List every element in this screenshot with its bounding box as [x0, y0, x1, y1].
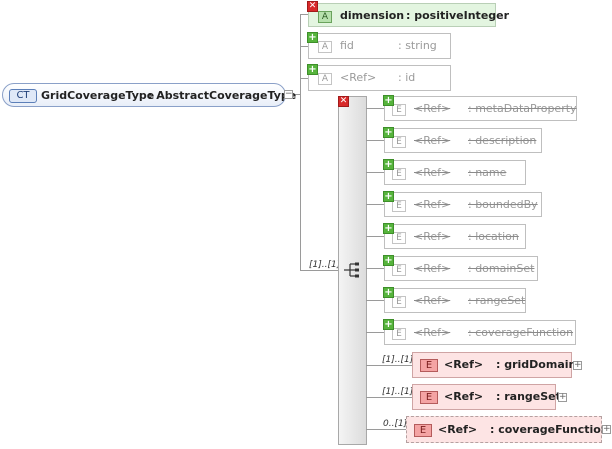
add-element-icon[interactable]: +	[383, 95, 394, 106]
add-attribute-icon[interactable]: +	[307, 32, 318, 43]
add-element-icon[interactable]: +	[383, 159, 394, 170]
complex-type-node[interactable]: CT GridCoverageType : AbstractCoverageTy…	[2, 83, 296, 107]
expand-toggle[interactable]: +	[602, 424, 611, 434]
element-occurrence: 0..[1]	[383, 419, 408, 429]
element-name: <Ref>	[414, 294, 451, 307]
connector-inherited	[366, 236, 384, 237]
element-name: <Ref>	[414, 134, 451, 147]
inherited-element[interactable]: E <Ref> : domainSet	[384, 256, 538, 281]
element-type: : boundedBy	[468, 198, 538, 211]
connector-sequence	[300, 270, 338, 271]
connector-element	[366, 429, 406, 430]
add-element-icon[interactable]: +	[383, 191, 394, 202]
element-type: : gridDomain	[496, 358, 577, 371]
inherited-element[interactable]: E <Ref> : description	[384, 128, 542, 153]
add-element-icon[interactable]: +	[383, 319, 394, 330]
expand-toggle[interactable]: +	[558, 392, 567, 402]
element-name: <Ref>	[414, 102, 451, 115]
element-badge: E	[420, 359, 438, 372]
element-badge: E	[392, 232, 406, 244]
element-badge: E	[392, 200, 406, 212]
connector-inherited	[366, 332, 384, 333]
connector-inherited	[366, 204, 384, 205]
element-occurrence: [1]..[1]	[382, 355, 414, 365]
connector-attr-1	[300, 14, 308, 15]
connector-inherited	[366, 140, 384, 141]
collapse-toggle[interactable]: −	[284, 89, 293, 99]
connector-attr-2	[300, 46, 308, 47]
connector-inherited	[366, 268, 384, 269]
remove-icon[interactable]: ✕	[307, 1, 318, 12]
inherited-element[interactable]: E <Ref> : boundedBy	[384, 192, 542, 217]
element-badge: E	[414, 424, 432, 437]
sequence-occurrence: [1]..[1]	[309, 260, 341, 270]
complex-type-base: : AbstractCoverageType	[148, 89, 297, 102]
element-badge: E	[392, 264, 406, 276]
element-name: <Ref>	[438, 423, 478, 436]
element-badge: E	[392, 104, 406, 116]
inherited-element[interactable]: E <Ref> : coverageFunction	[384, 320, 576, 345]
element-badge: E	[392, 296, 406, 308]
element-type: : coverageFunction	[468, 326, 574, 339]
add-element-icon[interactable]: +	[383, 255, 394, 266]
expand-toggle[interactable]: +	[573, 360, 582, 370]
element-badge: E	[420, 391, 438, 404]
attribute-badge: A	[318, 11, 332, 23]
element-type: : name	[468, 166, 507, 179]
element-occurrence: [1]..[1]	[382, 387, 414, 397]
element-range-set[interactable]: E <Ref> : rangeSet	[412, 384, 561, 410]
inherited-element[interactable]: E <Ref> : name	[384, 160, 526, 185]
attribute-dimension[interactable]: A dimension : positiveInteger	[308, 3, 509, 27]
element-name: <Ref>	[414, 198, 451, 211]
element-badge: E	[392, 168, 406, 180]
element-coverage-function[interactable]: E <Ref> : coverageFunction	[406, 416, 609, 443]
attribute-ref-id[interactable]: A <Ref> : id	[308, 65, 451, 91]
connector-inherited	[366, 300, 384, 301]
connector-inherited	[366, 108, 384, 109]
connector-attr-3	[300, 78, 308, 79]
element-name: <Ref>	[414, 326, 451, 339]
element-type: : description	[468, 134, 537, 147]
element-name: <Ref>	[414, 166, 451, 179]
element-type: : rangeSet	[468, 294, 526, 307]
inherited-element[interactable]: E <Ref> : location	[384, 224, 526, 249]
element-name: <Ref>	[414, 262, 451, 275]
element-type: : rangeSet	[496, 390, 561, 403]
complex-type-name: GridCoverageType	[41, 89, 155, 102]
connector-element	[366, 397, 412, 398]
complex-type-badge: CT	[9, 89, 37, 103]
element-type: : metaDataProperty	[468, 102, 577, 115]
attribute-badge: A	[318, 73, 332, 85]
attribute-type: : id	[398, 71, 416, 84]
element-type: : domainSet	[468, 262, 535, 275]
connector-root-trunk	[288, 94, 300, 95]
sequence-icon	[344, 262, 359, 278]
element-badge: E	[392, 328, 406, 340]
attribute-name: fid	[340, 39, 354, 52]
connector-vertical-trunk	[300, 14, 301, 270]
add-element-icon[interactable]: +	[383, 223, 394, 234]
add-element-icon[interactable]: +	[383, 287, 394, 298]
add-attribute-icon[interactable]: +	[307, 64, 318, 75]
element-name: <Ref>	[414, 230, 451, 243]
element-badge: E	[392, 136, 406, 148]
element-type: : coverageFunction	[490, 423, 609, 436]
element-name: <Ref>	[444, 390, 484, 403]
remove-icon[interactable]: ✕	[338, 96, 349, 107]
add-element-icon[interactable]: +	[383, 127, 394, 138]
inherited-element[interactable]: E <Ref> : metaDataProperty	[384, 96, 577, 121]
element-grid-domain[interactable]: E <Ref> : gridDomain	[412, 352, 576, 378]
inherited-element[interactable]: E <Ref> : rangeSet	[384, 288, 526, 313]
element-name: <Ref>	[444, 358, 484, 371]
connector-inherited	[366, 172, 384, 173]
attribute-type: : string	[398, 39, 437, 52]
attribute-type: : positiveInteger	[406, 9, 510, 22]
attribute-fid[interactable]: A fid : string	[308, 33, 451, 59]
attribute-badge: A	[318, 41, 332, 53]
attribute-name: <Ref>	[340, 71, 377, 84]
element-type: : location	[468, 230, 519, 243]
attribute-name: dimension	[340, 9, 405, 22]
connector-element	[366, 365, 412, 366]
